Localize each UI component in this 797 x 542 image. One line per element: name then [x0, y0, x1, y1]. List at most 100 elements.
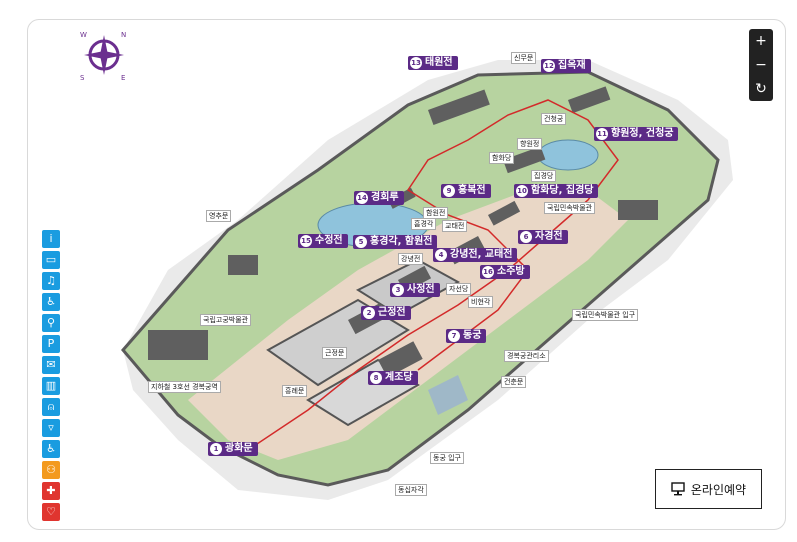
spot-name: 근정전 [378, 307, 406, 318]
spot-number: 4 [435, 249, 447, 261]
compass-west: W [80, 31, 87, 39]
hyangwonjeong-pond [537, 139, 599, 171]
trash-icon[interactable]: ▿ [42, 419, 60, 437]
locker-icon[interactable]: ▥ [42, 377, 60, 395]
spot-name: 경회루 [371, 192, 399, 203]
information-icon[interactable]: i [42, 230, 60, 248]
spot-number: 6 [520, 231, 532, 243]
place-geoncheonggung: 건청궁 [541, 113, 567, 125]
place-heungnyemun: 흥례문 [282, 385, 308, 397]
wheelchair-icon[interactable]: ♿ [42, 293, 60, 311]
online-booking-button[interactable]: 온라인예약 [655, 469, 762, 509]
parking-lot [428, 375, 468, 415]
compass-icon: W N E S [80, 31, 126, 82]
stroller-icon[interactable]: ⚲ [42, 314, 60, 332]
spot-name: 집옥재 [558, 60, 586, 71]
spot-name: 광화문 [225, 443, 253, 454]
place-hyangwonjeong: 향원정 [517, 138, 543, 150]
spot-name: 동궁 [463, 330, 482, 341]
spot-name: 함화당, 집경당 [531, 185, 594, 196]
zoom-controls: + − ↻ [749, 29, 773, 101]
place-hamhwadang: 함화당 [489, 152, 515, 164]
spot-number: 7 [448, 330, 460, 342]
place-palace-museum: 국립고궁박물관 [200, 314, 252, 326]
zoom-out-button[interactable]: − [755, 57, 767, 73]
online-booking-label: 온라인예약 [690, 482, 747, 497]
place-gyotaejeon: 교태전 [442, 220, 468, 232]
reset-view-button[interactable]: ↻ [755, 81, 767, 97]
facility-legend: i ▭ ♫ ♿ ⚲ P ✉ ▥ ⍝ ▿ ♿ ⚇ ✚ ♡ [42, 230, 60, 524]
compass-east: E [121, 74, 125, 82]
palace-map-illustration[interactable] [28, 20, 785, 529]
spot-name: 계조당 [385, 372, 413, 383]
place-gangnyeongjeon: 강녕전 [398, 253, 424, 265]
place-jaseondang: 자선당 [446, 283, 472, 295]
place-folk-museum: 국립민속박물관 [544, 202, 596, 214]
place-donggung-entrance: 동궁 입구 [430, 452, 464, 464]
spot-number: 9 [443, 185, 455, 197]
accessible-restroom-icon[interactable]: ♿ [42, 440, 60, 458]
spot-name: 수정전 [315, 235, 343, 246]
restroom-icon[interactable]: ⚇ [42, 461, 60, 479]
first-aid-icon[interactable]: ✚ [42, 482, 60, 500]
spot-name: 강녕전, 교태전 [450, 249, 513, 260]
parking-icon[interactable]: P [42, 335, 60, 353]
place-geunjeongmun: 근정문 [322, 347, 348, 359]
spot-name: 향원정, 건청궁 [611, 128, 674, 139]
spot-number: 3 [392, 284, 404, 296]
spot-number: 5 [355, 236, 367, 248]
spot-name: 흥경각, 함원전 [370, 236, 433, 247]
compass-south: S [80, 74, 85, 82]
spot-number: 2 [363, 307, 375, 319]
spot-number: 15 [300, 235, 312, 247]
compass-north: N [121, 31, 126, 39]
zoom-in-button[interactable]: + [755, 33, 767, 49]
spot-number: 14 [356, 192, 368, 204]
spot-number: 13 [410, 57, 422, 69]
place-hamwonjeon: 함원전 [423, 207, 449, 219]
spot-number: 1 [210, 443, 222, 455]
place-geonchunmun: 건춘문 [501, 376, 527, 388]
ticket-icon[interactable]: ▭ [42, 251, 60, 269]
place-dongsipjagak: 동십자각 [395, 484, 427, 496]
spot-name: 소주방 [497, 266, 525, 277]
place-heumgyeonggak: 흠경각 [411, 218, 437, 230]
place-sinmumun: 신무문 [511, 52, 537, 64]
gift-shop-icon[interactable]: ✉ [42, 356, 60, 374]
monitor-icon [671, 482, 685, 496]
spot-name: 사정전 [407, 284, 435, 295]
drinking-water-icon[interactable]: ⍝ [42, 398, 60, 416]
place-jipgyeongdang: 집경당 [531, 170, 557, 182]
place-folk-museum-entrance: 국립민속박물관 입구 [572, 309, 639, 321]
place-yeongchumun: 영추문 [206, 210, 232, 222]
audio-guide-icon[interactable]: ♫ [42, 272, 60, 290]
place-bihyeongak: 비현각 [468, 296, 494, 308]
place-subway-station: 지하철 3호선 경복궁역 [148, 381, 221, 393]
place-management-office: 경복궁관리소 [504, 350, 549, 362]
spot-name: 흥복전 [458, 185, 486, 196]
spot-number: 16 [482, 266, 494, 278]
spot-number: 11 [596, 128, 608, 140]
spot-number: 8 [370, 372, 382, 384]
spot-number: 12 [543, 60, 555, 72]
spot-number: 10 [516, 185, 528, 197]
spot-name: 태원전 [425, 57, 453, 68]
aed-icon[interactable]: ♡ [42, 503, 60, 521]
